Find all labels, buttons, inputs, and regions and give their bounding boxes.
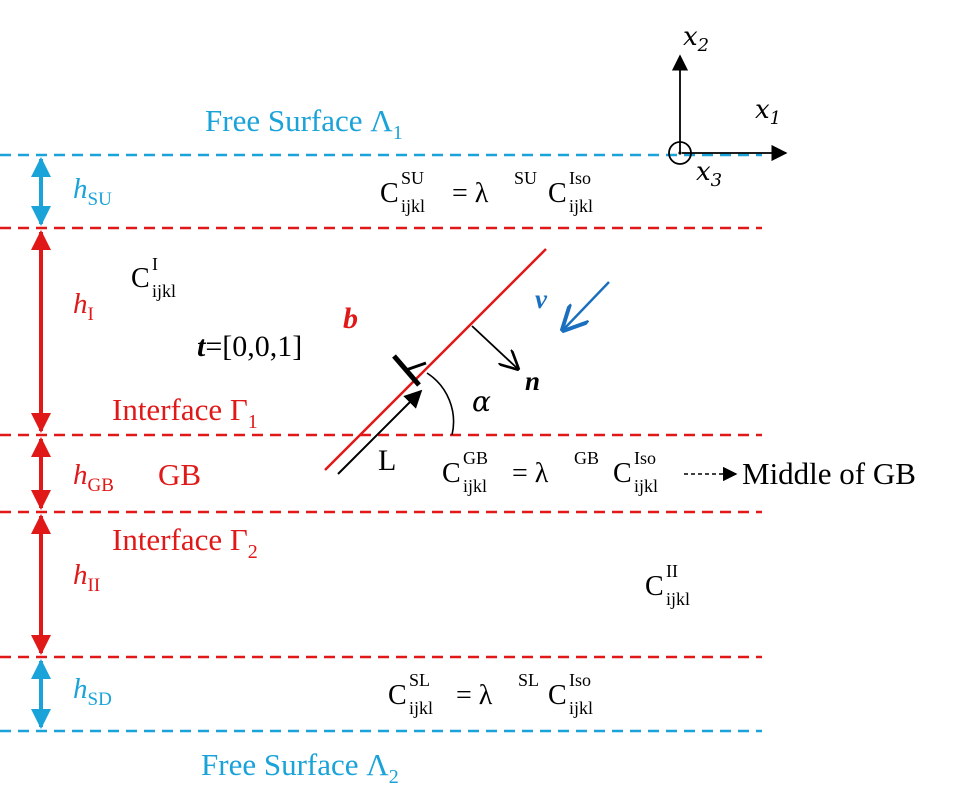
svg-text:C: C bbox=[442, 458, 461, 489]
stiffness-gb-equation: C GB ijkl = λ GB C Iso ijkl bbox=[442, 448, 658, 496]
svg-text:C: C bbox=[388, 680, 407, 711]
alpha-angle-label: α bbox=[472, 385, 491, 418]
x3-axis-out-of-plane-icon bbox=[668, 141, 692, 165]
svg-text:C: C bbox=[548, 178, 567, 209]
svg-text:SL: SL bbox=[409, 670, 430, 690]
svg-text:SU: SU bbox=[514, 168, 537, 188]
svg-text:ijkl: ijkl bbox=[569, 698, 593, 718]
svg-text:ijkl: ijkl bbox=[666, 589, 690, 609]
svg-text:C: C bbox=[380, 178, 399, 209]
svg-text:ijkl: ijkl bbox=[634, 476, 658, 496]
svg-text:C: C bbox=[613, 458, 632, 489]
svg-text:ijkl: ijkl bbox=[569, 196, 593, 216]
axis-x2-label: x2 bbox=[683, 22, 709, 56]
x3-axis-dot bbox=[678, 151, 682, 155]
axis-x3-label: x3 bbox=[696, 157, 722, 191]
svg-text:C: C bbox=[645, 571, 664, 602]
h-gb-label: hGB bbox=[73, 459, 114, 496]
free-surface-top-label: Free Surface Λ1 bbox=[205, 103, 403, 144]
stiffness-i-label: C I ijkl bbox=[131, 254, 176, 301]
svg-text:C: C bbox=[548, 680, 567, 711]
velocity-v-arrow bbox=[563, 281, 610, 330]
svg-text:ijkl: ijkl bbox=[152, 281, 176, 301]
svg-text:ijkl: ijkl bbox=[463, 476, 487, 496]
svg-text:GB: GB bbox=[463, 448, 488, 468]
v-vector-label: v bbox=[535, 284, 548, 314]
svg-text:= λ: = λ bbox=[452, 178, 489, 209]
svg-text:ijkl: ijkl bbox=[401, 196, 425, 216]
stiffness-sd-equation: C SL ijkl = λ SL C Iso ijkl bbox=[388, 670, 593, 718]
middle-of-gb-label: Middle of GB bbox=[742, 456, 916, 491]
h-i-label: hI bbox=[73, 288, 94, 325]
gb-layer-label: GB bbox=[158, 457, 201, 492]
svg-text:C: C bbox=[131, 263, 150, 294]
h-su-label: hSU bbox=[73, 173, 112, 210]
line-direction-t-label: t=[0,0,1] bbox=[197, 330, 302, 363]
free-surface-bottom-label: Free Surface Λ2 bbox=[201, 747, 399, 788]
svg-text:= λ: = λ bbox=[456, 680, 493, 711]
slip-plane-line bbox=[324, 248, 547, 471]
svg-text:= λ: = λ bbox=[512, 458, 549, 489]
axis-x1-label: x1 bbox=[755, 95, 781, 129]
stiffness-ii-label: C II ijkl bbox=[645, 561, 690, 609]
svg-text:SU: SU bbox=[401, 168, 424, 188]
svg-text:ijkl: ijkl bbox=[409, 698, 433, 718]
svg-text:SL: SL bbox=[518, 670, 539, 690]
svg-text:Iso: Iso bbox=[569, 670, 591, 690]
L-line-label: L bbox=[378, 444, 396, 477]
n-vector-label: n bbox=[525, 366, 540, 396]
svg-text:Iso: Iso bbox=[569, 168, 591, 188]
stiffness-su-equation: C SU ijkl = λ SU C Iso ijkl bbox=[380, 168, 593, 216]
h-sd-label: hSD bbox=[73, 673, 112, 710]
b-vector-label: b bbox=[343, 302, 358, 335]
dislocation-symbol-stem bbox=[405, 361, 427, 372]
svg-text:I: I bbox=[152, 254, 158, 274]
h-ii-label: hII bbox=[73, 559, 100, 596]
slip-direction-L-arrow bbox=[337, 389, 423, 475]
svg-text:Iso: Iso bbox=[634, 448, 656, 468]
interface-gamma2-label: Interface Γ2 bbox=[112, 522, 258, 563]
angle-alpha-arc bbox=[426, 372, 455, 436]
interface-gamma1-label: Interface Γ1 bbox=[112, 392, 258, 433]
svg-text:GB: GB bbox=[574, 448, 599, 468]
normal-n-arrow bbox=[471, 325, 518, 369]
svg-text:II: II bbox=[666, 561, 678, 581]
